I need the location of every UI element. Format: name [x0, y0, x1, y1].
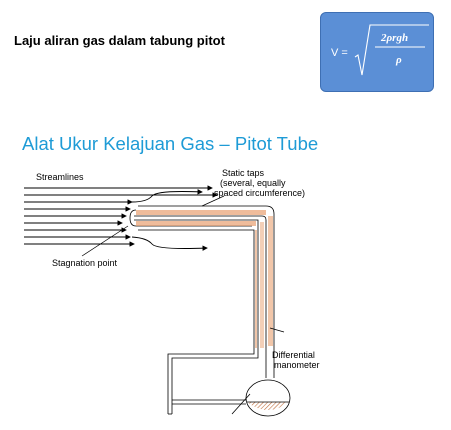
label-manometer: manometer — [274, 360, 320, 370]
label-static-taps: Static taps — [222, 168, 265, 178]
manometer — [167, 327, 291, 417]
radical-sign — [354, 24, 429, 76]
formula-numerator: 2ρrgh — [380, 32, 408, 44]
label-static-taps-2: (several, equally — [220, 178, 286, 188]
streamlines — [24, 185, 218, 251]
section-heading: Alat Ukur Kelajuan Gas – Pitot Tube — [22, 133, 319, 154]
slide-title: Laju aliran gas dalam tabung pitot — [14, 33, 225, 48]
label-static-taps-3: spaced circumference) — [214, 188, 305, 198]
formula-graphic: V = 2ρrgh ρ — [331, 24, 429, 76]
pitot-tube-diagram: Streamlines Static taps (several, equall… — [24, 168, 320, 417]
pitot-tube — [81, 195, 275, 348]
label-stagnation-point: Stagnation point — [52, 258, 118, 268]
label-differential: Differential — [272, 350, 315, 360]
formula-denominator: ρ — [395, 54, 402, 66]
formula-box: V = 2ρrgh ρ — [320, 12, 434, 92]
label-streamlines: Streamlines — [36, 172, 84, 182]
formula-lhs: V = — [331, 47, 348, 59]
